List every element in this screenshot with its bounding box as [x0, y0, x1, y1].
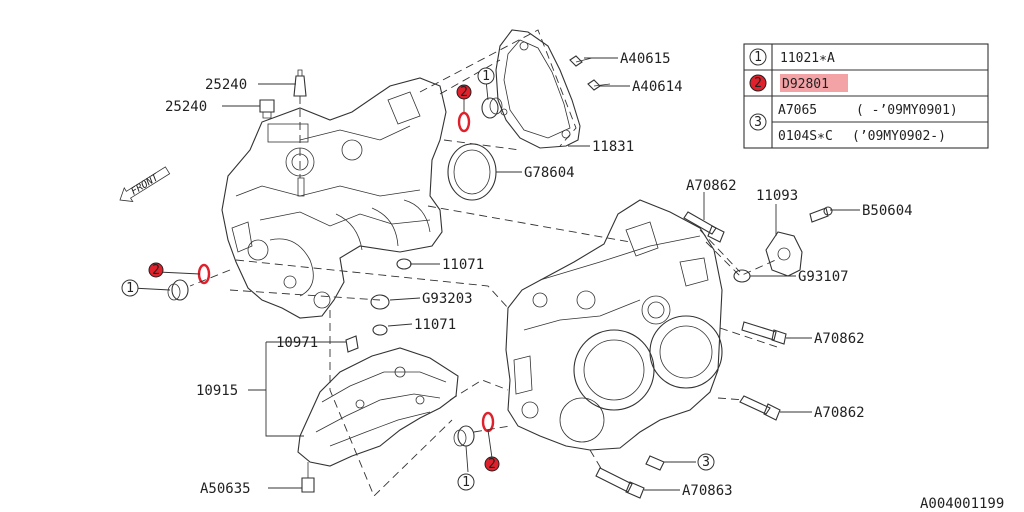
callout-1-bottom-text: 1	[462, 475, 470, 490]
front-arrow: FRONT	[119, 166, 171, 202]
label-10915: 10915	[196, 383, 238, 399]
legend-mark-2	[749, 74, 767, 92]
label-a70862-low: A70862	[814, 405, 865, 421]
sensor-25240-upper	[293, 69, 307, 97]
legend-mark-3	[749, 113, 767, 131]
callout-3-text: 3	[702, 455, 710, 470]
callout-2-top-text: 2	[460, 85, 468, 100]
legend-mark-1-text: 1	[754, 50, 762, 65]
label-a70863: A70863	[682, 483, 733, 499]
callout-1-top	[477, 67, 495, 85]
bolt-callout-3	[645, 455, 665, 471]
label-g93203: G93203	[422, 291, 473, 307]
legend-mark-2-text: 2	[754, 76, 762, 91]
o-ring-11071-upper	[396, 258, 412, 270]
callout-2-bottom-text: 2	[488, 457, 496, 472]
label-11093: 11093	[756, 188, 798, 204]
cylinder-block-lh	[221, 77, 447, 319]
callout-1-bottom	[457, 473, 475, 491]
callout-2-top	[456, 84, 472, 100]
callout-2-left	[148, 262, 164, 278]
clip-10971	[345, 335, 359, 353]
legend-row-3-note: ( -’09MY0901)	[856, 103, 958, 118]
sensor-25240-lower	[259, 99, 275, 119]
legend-row-4-text: 0104S∗C	[778, 129, 833, 144]
label-b50604: B50604	[862, 203, 913, 219]
legend-row-4-note: (’09MY0902-)	[852, 129, 946, 144]
bolt-a50635	[301, 462, 315, 493]
bolt-a40615	[569, 55, 593, 67]
callout-1-left-text: 1	[126, 281, 134, 296]
label-25240-upper: 25240	[205, 77, 247, 93]
label-a50635: A50635	[200, 481, 251, 497]
label-a40614: A40614	[632, 79, 683, 95]
cylinder-block-rh	[505, 199, 723, 451]
diagram-id: A004001199	[920, 496, 1004, 512]
oil-seal-g78604	[447, 143, 497, 201]
seal-g93203	[370, 294, 390, 310]
cover-11093	[765, 231, 803, 277]
label-g93107: G93107	[798, 269, 849, 285]
callout-1-top-text: 1	[482, 69, 490, 84]
callout-2-left-text: 2	[152, 263, 160, 278]
plug-left	[167, 263, 211, 301]
bolt-a70862-mid	[741, 321, 787, 345]
legend-row-2-text: D92801	[782, 77, 829, 92]
front-label: FRONT	[129, 172, 161, 198]
label-11831: 11831	[592, 139, 634, 155]
label-a40615: A40615	[620, 51, 671, 67]
bolt-a40614	[587, 79, 611, 91]
label-g78604: G78604	[524, 165, 575, 181]
legend-highlight	[780, 74, 848, 92]
legend-mark-1	[749, 48, 767, 66]
bolt-a70863	[595, 467, 645, 499]
callout-2-bottom	[484, 456, 500, 472]
rear-plate	[495, 29, 581, 149]
legend-row-1-text: 11021∗A	[780, 51, 835, 66]
callout-1-left	[121, 279, 139, 297]
legend-table: 1 2 3 11021∗A D92801 A7065 ( -’09MY0901)…	[743, 43, 989, 149]
label-10971: 10971	[276, 335, 318, 351]
label-11071-upper: 11071	[442, 257, 484, 273]
part-labels: A40615 A40614 25240 25240 11831 G78604 A…	[165, 51, 1004, 512]
label-a70862-mid: A70862	[814, 331, 865, 347]
label-a70862-top: A70862	[686, 178, 737, 194]
legend-mark-3-text: 3	[754, 115, 762, 130]
legend-row-3-text: A7065	[778, 103, 817, 118]
bolt-a70862-low	[739, 395, 781, 421]
o-ring-11071-lower	[372, 324, 388, 336]
bolt-a70862-top	[683, 211, 725, 243]
callout-3	[697, 453, 715, 471]
label-25240-lower: 25240	[165, 99, 207, 115]
plug-top	[457, 97, 503, 133]
label-11071-lower: 11071	[414, 317, 456, 333]
bolt-b50604	[809, 206, 833, 223]
callout-markers: 1 2 1 2 1 2 3	[121, 67, 715, 491]
assembly-lines	[189, 29, 781, 497]
baffle-plate	[297, 347, 459, 467]
